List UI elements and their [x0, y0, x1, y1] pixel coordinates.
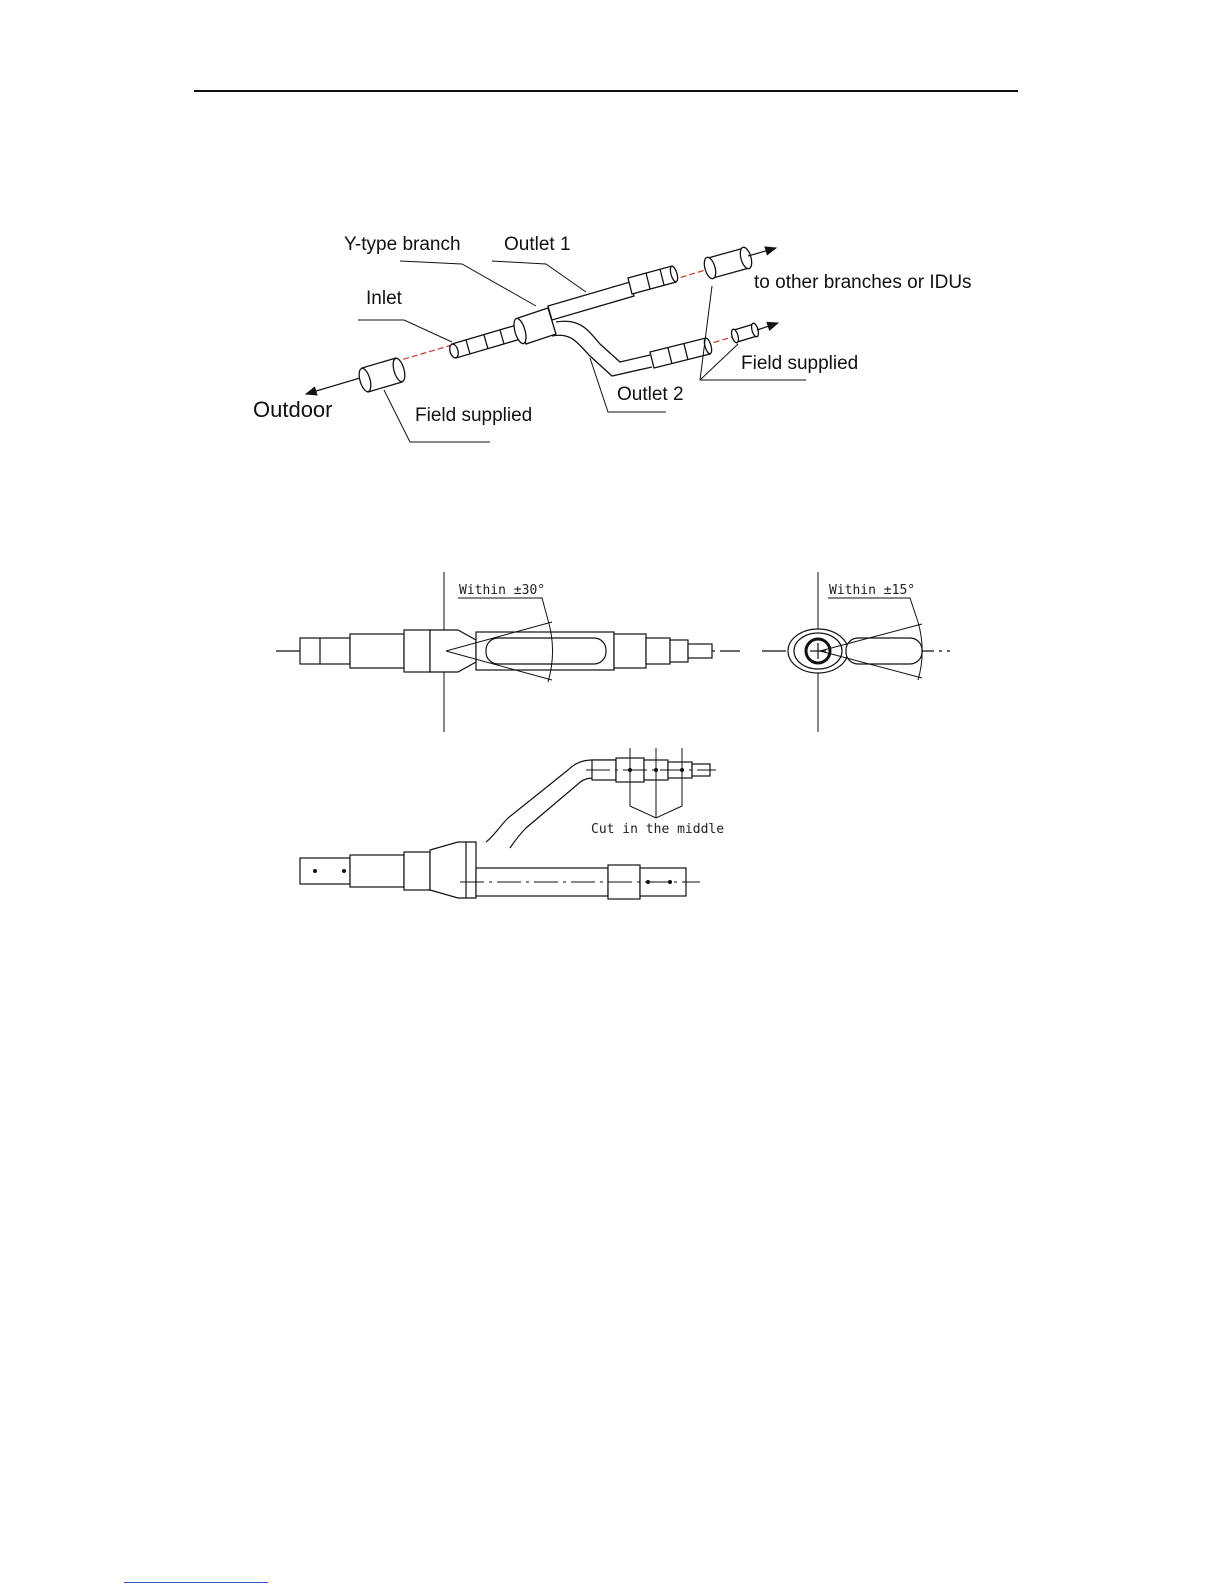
label-within-30: Within ±30°	[459, 583, 545, 598]
figure-1-isometric: Y-type branch Outlet 1 Inlet Outdoor Fie…	[253, 234, 972, 442]
inlet-pipe	[448, 324, 524, 359]
label-cut-in-middle: Cut in the middle	[591, 822, 724, 837]
arrow-field-right	[757, 323, 778, 330]
arrow-other-branches	[748, 248, 776, 256]
outlet2-pipe	[552, 321, 713, 376]
label-outlet-2: Outlet 2	[617, 384, 684, 405]
tee-body	[512, 308, 556, 345]
label-field-supplied-left: Field supplied	[415, 405, 532, 426]
label-field-supplied-right: Field supplied	[741, 353, 858, 374]
field-supplied-cylinder-lower-right	[730, 322, 760, 343]
label-to-other-branches: to other branches or IDUs	[754, 272, 972, 293]
field-supplied-cylinder-upper-right	[702, 246, 754, 280]
label-y-type-branch: Y-type branch	[344, 234, 461, 255]
arrow-outdoor	[306, 378, 360, 394]
field-supplied-cylinder-left	[357, 357, 407, 393]
label-outdoor: Outdoor	[253, 397, 333, 422]
footer-link-rule	[124, 1582, 268, 1583]
label-within-15: Within ±15°	[829, 583, 915, 598]
label-inlet: Inlet	[366, 288, 403, 309]
label-outlet-1: Outlet 1	[504, 234, 571, 255]
outlet1-pipe	[548, 265, 679, 320]
